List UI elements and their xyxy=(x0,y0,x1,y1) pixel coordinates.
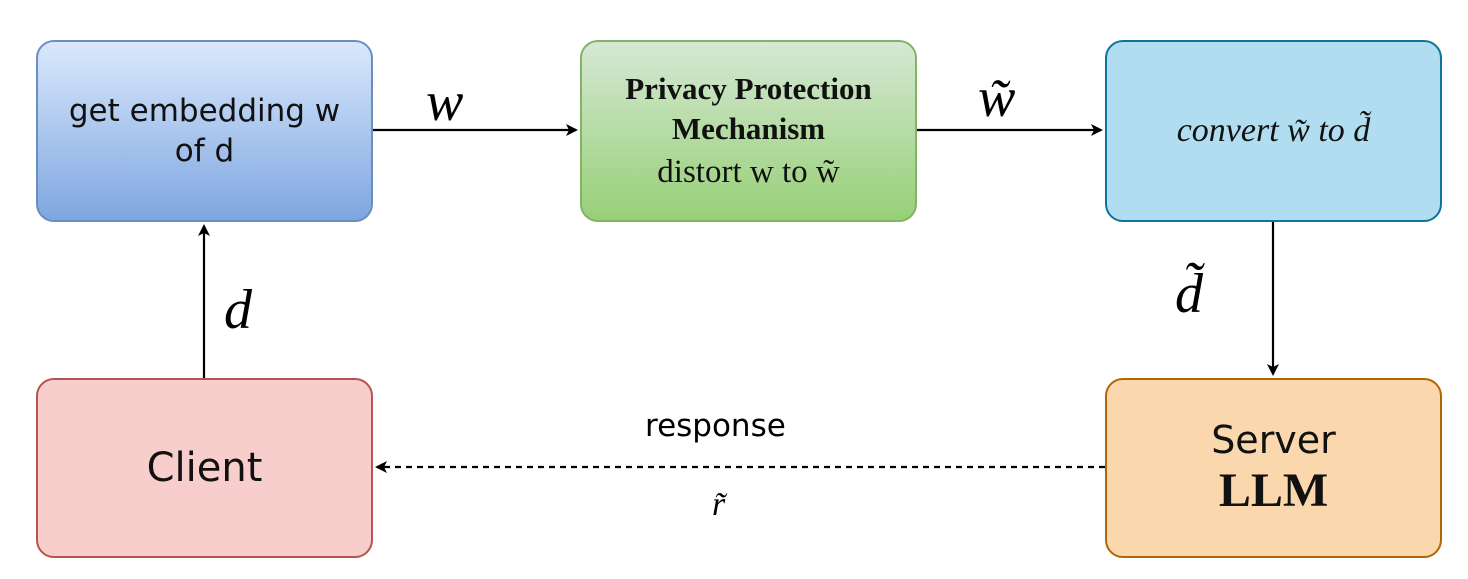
edge-label-d: d xyxy=(224,279,252,341)
edge-label-d-tilde: d̃ xyxy=(1175,263,1203,325)
privacy-node-title-line1: Privacy Protection xyxy=(625,71,872,106)
privacy-node-title-line2: Mechanism xyxy=(671,111,826,146)
client-node: Client xyxy=(36,378,373,558)
client-node-label: Client xyxy=(146,445,263,491)
convert-node-label: convert w̃ to d̃ xyxy=(1176,112,1371,149)
edge-label-r-tilde: r̃ xyxy=(712,486,726,523)
privacy-node-subtitle: distort w to w̃ xyxy=(657,154,840,190)
embedding-node-label: get embedding w of d xyxy=(68,93,341,169)
llm-label: LLM xyxy=(1218,464,1329,517)
server-node: Server LLM xyxy=(1105,378,1442,558)
edge-label-w-tilde: w̃ xyxy=(978,67,1016,129)
edge-label-w: w xyxy=(426,71,464,133)
convert-node: convert w̃ to d̃ xyxy=(1105,40,1442,222)
edge-label-response: response xyxy=(645,408,786,444)
embedding-node: get embedding w of d xyxy=(36,40,373,222)
privacy-mechanism-node: Privacy Protection Mechanism distort w t… xyxy=(580,40,917,222)
server-node-label: Server xyxy=(1211,418,1336,462)
